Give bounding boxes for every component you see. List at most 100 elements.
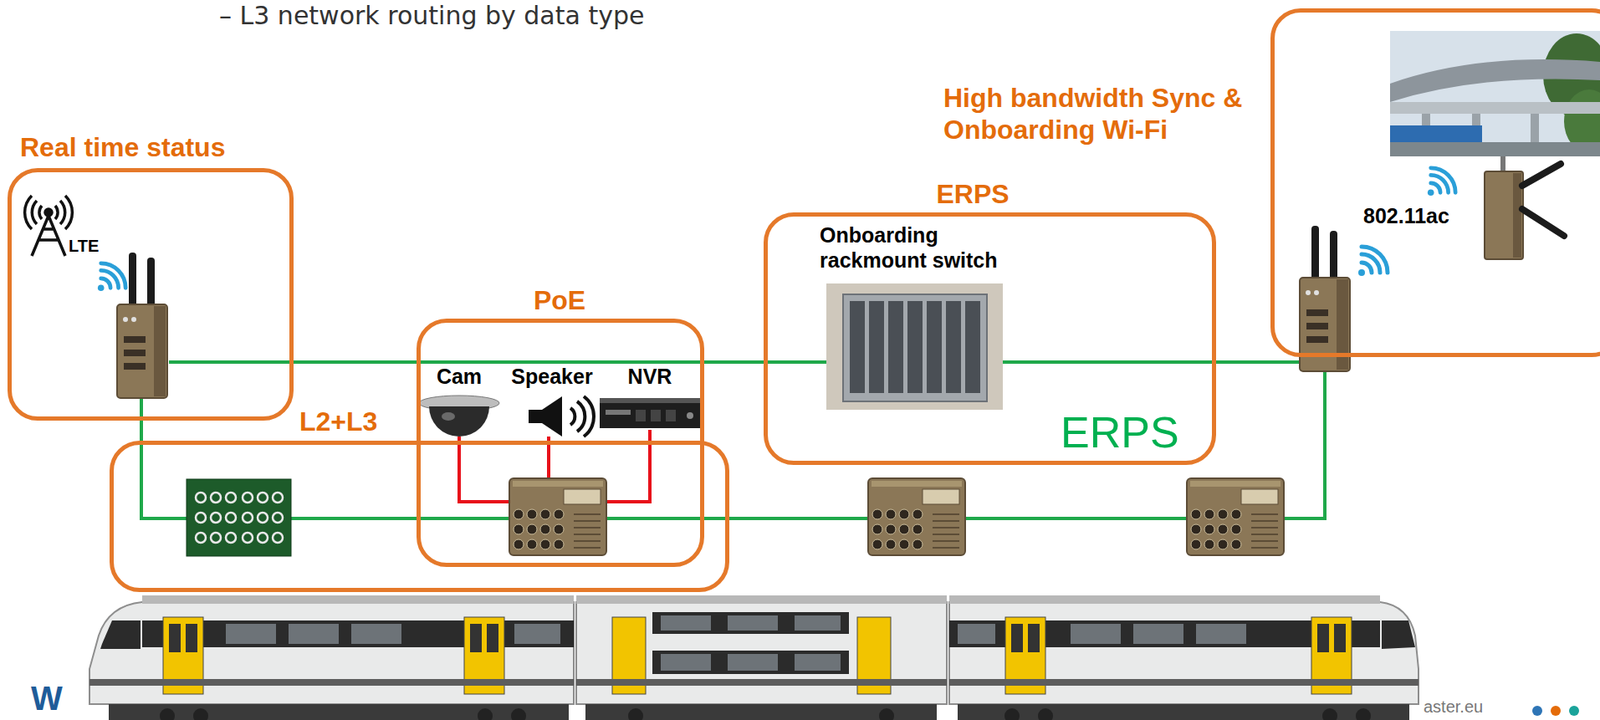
art-shape xyxy=(794,615,841,631)
art-shape xyxy=(570,396,594,437)
art-shape xyxy=(242,492,253,503)
art-shape xyxy=(511,708,527,720)
art-shape xyxy=(25,195,42,230)
art-shape xyxy=(486,623,499,653)
art-shape xyxy=(1317,623,1330,653)
art-shape xyxy=(1522,163,1565,236)
art-shape xyxy=(1532,705,1543,716)
dome-camera xyxy=(419,395,500,437)
art-shape xyxy=(605,409,631,415)
art-shape xyxy=(599,398,701,404)
standard-label: 802.11ac xyxy=(1363,204,1450,229)
art-shape xyxy=(470,623,482,653)
lte-tower-icon xyxy=(25,195,73,256)
art-shape xyxy=(89,602,574,705)
art-shape xyxy=(949,679,1419,686)
art-shape xyxy=(652,612,849,634)
art-shape xyxy=(242,532,253,543)
art-shape xyxy=(1196,623,1247,645)
region-heading: Real time status xyxy=(20,132,225,164)
ring-switch xyxy=(868,478,966,556)
art-shape xyxy=(55,195,72,230)
art-shape xyxy=(727,615,778,631)
art-shape xyxy=(257,512,268,523)
art-shape xyxy=(794,654,841,671)
art-shape xyxy=(1390,125,1483,143)
io-board xyxy=(186,479,292,557)
art-shape xyxy=(477,708,493,720)
device-label: Speaker xyxy=(508,364,595,389)
speaker-icon xyxy=(528,396,594,437)
ethernet-wire xyxy=(141,371,1325,519)
art-shape xyxy=(949,595,1381,604)
brand-dots xyxy=(1532,705,1580,716)
device-label: NVR xyxy=(625,364,675,389)
art-shape xyxy=(727,654,778,671)
art-shape xyxy=(652,650,849,675)
art-shape xyxy=(576,595,947,604)
art-shape xyxy=(210,532,221,543)
art-shape xyxy=(1133,623,1184,645)
art-shape xyxy=(257,492,268,503)
nvr-recorder xyxy=(599,398,701,429)
art-shape xyxy=(45,209,52,216)
station-photo xyxy=(1390,30,1600,157)
art-shape xyxy=(429,406,490,437)
art-shape xyxy=(89,679,574,686)
art-shape xyxy=(1027,623,1040,653)
art-shape xyxy=(168,623,181,653)
art-shape xyxy=(195,492,206,503)
wifi-router xyxy=(1299,225,1350,372)
logo-fragment: W xyxy=(30,679,63,718)
art-shape xyxy=(1390,142,1600,157)
art-shape xyxy=(225,532,236,543)
wifi-icon xyxy=(97,263,126,292)
art-shape xyxy=(628,708,644,720)
poe-switch xyxy=(509,478,607,556)
art-shape xyxy=(195,512,206,523)
art-shape xyxy=(576,602,947,705)
poe-region: PoECamSpeakerNVR xyxy=(416,318,705,568)
art-shape xyxy=(1381,620,1416,650)
art-shape xyxy=(100,620,141,650)
art-shape xyxy=(514,623,561,645)
art-shape xyxy=(660,654,711,671)
network-label: LTE xyxy=(68,236,99,256)
art-shape xyxy=(849,301,865,394)
trackside-access-point xyxy=(1484,156,1565,260)
art-shape xyxy=(210,492,221,503)
art-shape xyxy=(660,615,711,631)
art-shape xyxy=(195,532,206,543)
art-shape xyxy=(949,602,1419,705)
art-shape xyxy=(635,409,646,422)
art-shape xyxy=(1004,708,1020,720)
ethernet-wire xyxy=(168,360,1301,364)
art-shape xyxy=(888,301,904,394)
art-shape xyxy=(528,396,563,437)
art-shape xyxy=(826,283,1003,410)
art-shape xyxy=(225,512,236,523)
art-shape xyxy=(1530,113,1539,144)
art-shape xyxy=(257,532,268,543)
region-heading: High bandwidth Sync & Onboarding Wi-Fi xyxy=(943,81,1262,147)
art-shape xyxy=(1484,171,1524,260)
art-shape xyxy=(242,512,253,523)
art-shape xyxy=(599,403,701,429)
wifi-icon xyxy=(1427,168,1456,196)
wifi-icon xyxy=(1358,246,1388,277)
rackmount-switch-photo xyxy=(826,283,1003,410)
art-shape xyxy=(650,409,661,422)
art-shape xyxy=(225,492,236,503)
ring-switch xyxy=(1186,478,1284,556)
art-shape xyxy=(665,409,676,422)
art-shape xyxy=(210,512,221,523)
art-shape xyxy=(193,708,209,720)
region-heading: ERPS xyxy=(935,178,1009,210)
art-shape xyxy=(272,532,283,543)
art-shape xyxy=(142,620,574,648)
art-shape xyxy=(1011,623,1023,653)
art-shape xyxy=(272,512,283,523)
art-shape xyxy=(1355,708,1371,720)
art-shape xyxy=(441,412,455,421)
